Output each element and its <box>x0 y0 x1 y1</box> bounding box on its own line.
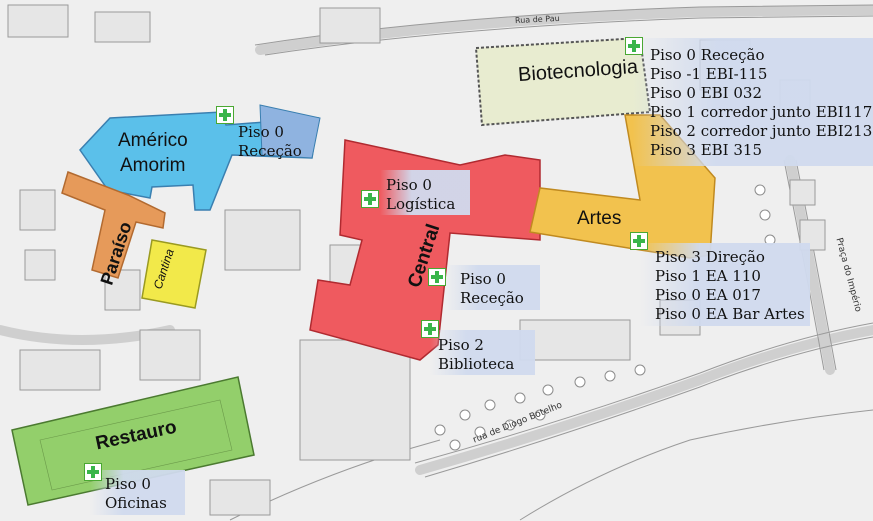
first-aid-cross-icon[interactable] <box>216 106 234 124</box>
first-aid-entry: Piso -1 EBI-115 <box>650 65 768 83</box>
first-aid-entry: Piso 2 corredor junto EBI213 <box>650 122 873 140</box>
first-aid-cross-icon[interactable] <box>625 37 643 55</box>
info-panel-artes <box>640 243 810 326</box>
first-aid-entry: Piso 1 corredor junto EBI117 <box>650 103 873 121</box>
first-aid-entry: Piso 3 Direção <box>655 248 765 266</box>
first-aid-entry: Piso 0 Receção <box>650 46 765 64</box>
building-paraiso[interactable] <box>61 171 166 279</box>
first-aid-list-biotecnologia: Piso 0 Receção Piso -1 EBI-115 Piso 0 EB… <box>650 46 872 160</box>
first-aid-list-logistica: Piso 0 Logística <box>386 176 455 214</box>
first-aid-entry: Oficinas <box>105 494 167 512</box>
first-aid-entry: Piso 1 EA 110 <box>655 267 761 285</box>
info-panel-biblioteca <box>430 330 535 375</box>
first-aid-entry: Piso 0 <box>460 270 506 288</box>
first-aid-entry: Piso 0 EA Bar Artes <box>655 305 805 323</box>
building-restauro[interactable] <box>11 376 255 506</box>
first-aid-entry: Piso 0 EA 017 <box>655 286 761 304</box>
label-artes: Artes <box>577 208 622 229</box>
first-aid-entry: Piso 0 <box>105 475 151 493</box>
first-aid-list-biblioteca: Piso 2 Biblioteca <box>438 336 514 374</box>
first-aid-entry: Biblioteca <box>438 355 515 373</box>
first-aid-cross-icon[interactable] <box>361 190 379 208</box>
first-aid-entry: Receção <box>460 289 524 307</box>
first-aid-entry: Piso 0 <box>238 123 284 141</box>
first-aid-cross-icon[interactable] <box>84 463 102 481</box>
first-aid-entry: Receção <box>238 142 302 160</box>
info-panel-logistica <box>380 170 470 215</box>
first-aid-entry: Piso 3 EBI 315 <box>650 141 762 159</box>
first-aid-cross-icon[interactable] <box>421 320 439 338</box>
first-aid-list-americo-amorim: Piso 0 Receção <box>238 123 302 161</box>
first-aid-list-oficinas: Piso 0 Oficinas <box>105 475 167 513</box>
first-aid-cross-icon[interactable] <box>630 232 648 250</box>
first-aid-list-central-rececao: Piso 0 Receção <box>460 270 524 308</box>
info-panel-oficinas <box>90 470 185 515</box>
first-aid-entry: Logística <box>386 195 456 213</box>
first-aid-entry: Piso 0 EBI 032 <box>650 84 762 102</box>
label-americo-amorim-2: Amorim <box>120 155 186 176</box>
building-biotecnologia[interactable] <box>474 36 652 127</box>
label-americo-amorim-1: Américo <box>118 130 188 151</box>
first-aid-cross-icon[interactable] <box>428 268 446 286</box>
info-panel-rececao-central <box>445 265 540 310</box>
building-cantina[interactable] <box>141 239 207 309</box>
info-panel-biotecnologia <box>632 38 873 166</box>
first-aid-list-artes: Piso 3 Direção Piso 1 EA 110 Piso 0 EA 0… <box>655 248 805 324</box>
first-aid-entry: Piso 2 <box>438 336 484 354</box>
first-aid-entry: Piso 0 <box>386 176 432 194</box>
